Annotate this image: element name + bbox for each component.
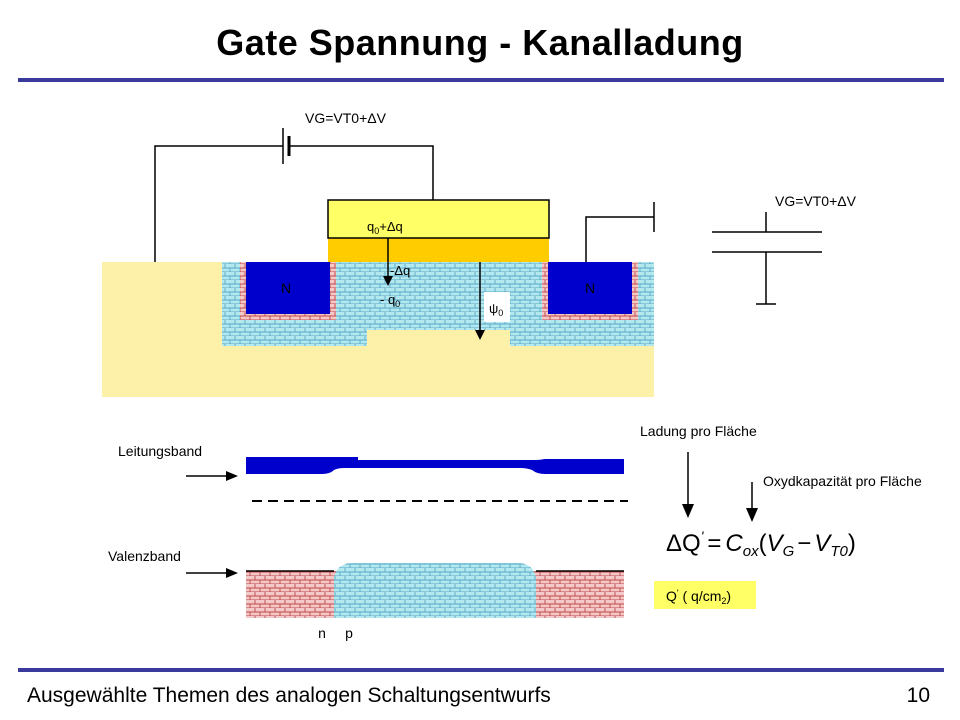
gate-oxide (328, 238, 549, 262)
valence-band-n-right (526, 571, 624, 618)
unit-label: Q' ( q/cm2) (666, 588, 731, 606)
valence-arrowhead (226, 568, 238, 578)
depletion-notch (367, 330, 510, 346)
battery-wire-gate (289, 145, 434, 200)
psi-arrowhead (475, 330, 485, 340)
psi-label-box (484, 292, 510, 322)
mos-cross-section: N N q0+Δq VG=VT0+ΔV -Δq - q0 ψ0 (102, 110, 655, 397)
unit-box (654, 581, 756, 609)
gate-charge-label: q0+Δq (367, 219, 403, 236)
n-region-left (246, 262, 330, 314)
battery-wire (154, 145, 283, 262)
footer-rule (18, 668, 944, 672)
slide-title: Gate Spannung - Kanalladung (216, 22, 744, 63)
drain-wire (585, 216, 654, 262)
n-label: n (318, 625, 326, 641)
oxide-arrowhead (746, 508, 758, 522)
n-region-left-label: N (281, 280, 291, 296)
charge-arrowhead (682, 504, 694, 518)
title-rule (18, 78, 944, 82)
battery-label: VG=VT0+ΔV (305, 110, 387, 126)
channel-q0-label: - q0 (380, 292, 400, 309)
conduction-band (246, 457, 624, 474)
n-region-right (548, 262, 632, 314)
page-number: 10 (906, 684, 930, 707)
psi-label: ψ0 (489, 301, 503, 318)
delta-q-arrowhead (383, 276, 393, 286)
capacitor-symbol: VG=VT0+ΔV (712, 193, 857, 305)
p-label: p (345, 625, 353, 641)
oxide-capacitance-label: Oxydkapazität pro Fläche (763, 473, 922, 489)
formula: ΔQ'=Cox(VG−VT0) (666, 528, 856, 560)
charge-per-area-label: Ladung pro Fläche (640, 423, 757, 439)
band-diagram: Leitungsband Valenzband n p (108, 443, 628, 641)
valence-band-n-left (246, 571, 346, 618)
valence-band-label: Valenzband (108, 548, 181, 564)
conduction-arrowhead (226, 471, 238, 481)
conduction-band-label: Leitungsband (118, 443, 202, 459)
channel-delta-q-label: -Δq (390, 263, 410, 278)
valence-band-p (334, 563, 536, 618)
capacitor-label: VG=VT0+ΔV (775, 193, 857, 209)
footer-text: Ausgewählte Themen des analogen Schaltun… (27, 684, 551, 707)
n-region-right-label: N (585, 280, 595, 296)
gate-electrode (327, 199, 550, 239)
formula-area: Ladung pro Fläche Oxydkapazität pro Fläc… (640, 423, 922, 609)
